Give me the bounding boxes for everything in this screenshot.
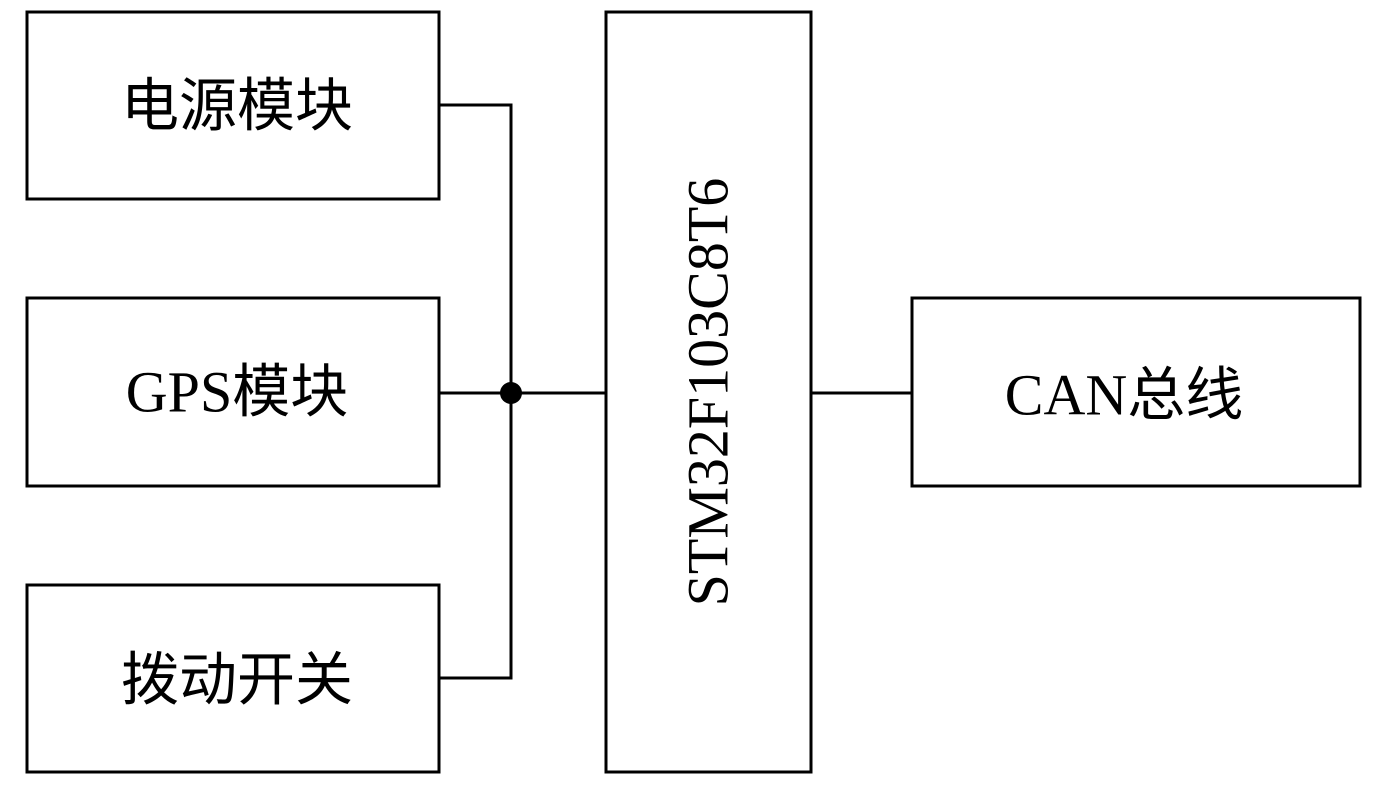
power-module-box [25, 10, 441, 201]
junction-dot [500, 382, 522, 404]
mcu-label: STM32F103C8T6 [676, 178, 741, 607]
can-bus-box [910, 296, 1362, 488]
gps-module-label: GPS模块 [126, 360, 348, 425]
can-bus-label: CAN总线 [1005, 363, 1243, 428]
dip-switch-label: 拨动开关 [121, 648, 353, 713]
power-module-label: 电源模块 [121, 74, 353, 139]
mcu-box [604, 10, 813, 774]
power-module-block: 电源模块 [25, 10, 441, 201]
mcu-block: STM32F103C8T6 [604, 10, 813, 774]
can-bus-block: CAN总线 [910, 296, 1362, 488]
dip-switch-block: 拨动开关 [25, 583, 441, 774]
gps-module-box [25, 296, 441, 488]
dip-switch-box [25, 583, 441, 774]
gps-module-block: GPS模块 [25, 296, 441, 488]
